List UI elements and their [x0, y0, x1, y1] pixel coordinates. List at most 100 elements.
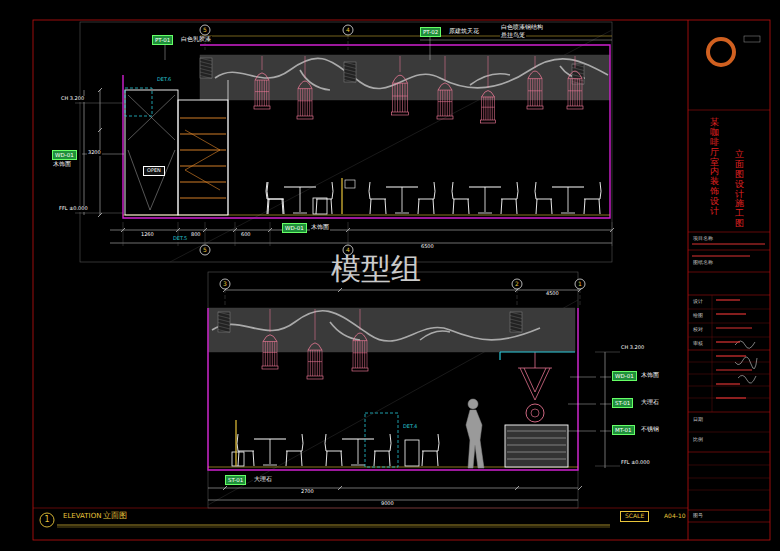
line: [319, 350, 320, 376]
line: [180, 118, 226, 119]
line: [298, 89, 299, 116]
line: [218, 316, 230, 319]
line: [440, 90, 441, 116]
line: [716, 369, 752, 370]
line: [257, 80, 258, 106]
line: [510, 319, 522, 322]
line: [688, 478, 770, 479]
line: [353, 341, 354, 368]
line: [430, 37, 431, 60]
line: [568, 431, 596, 432]
rect: [481, 120, 496, 123]
line: [317, 350, 318, 376]
line: [362, 341, 363, 368]
line: [483, 97, 484, 120]
line: [165, 45, 166, 60]
rect: [505, 425, 568, 467]
rect: [178, 100, 228, 215]
line: [397, 83, 398, 112]
rect: [80, 22, 612, 262]
line: [528, 78, 542, 79]
line: [200, 76, 212, 79]
node-text: OPEN: [147, 167, 161, 173]
line: [270, 342, 271, 366]
line: [688, 432, 770, 433]
line: [478, 213, 492, 214]
line: [305, 56, 306, 78]
line: [57, 525, 610, 526]
line: [528, 79, 529, 106]
annotation: 大理石: [640, 399, 660, 406]
annotation: 比例: [692, 437, 704, 443]
line: [542, 79, 543, 106]
line: [539, 79, 540, 106]
line: [688, 250, 770, 251]
line: [449, 90, 450, 116]
rect: [344, 62, 356, 82]
annotation: 项目名称: [692, 236, 714, 242]
line: [579, 79, 580, 106]
line: [322, 350, 323, 376]
line: [688, 386, 770, 387]
line: [360, 309, 361, 330]
line: [312, 89, 313, 116]
line: [75, 103, 123, 104]
chair: [286, 434, 303, 466]
node-text: PT-02: [423, 29, 438, 35]
line: [716, 341, 740, 342]
line: [438, 101, 452, 102]
rect: [313, 198, 327, 214]
rect: [567, 106, 583, 109]
bird-cage: [308, 343, 322, 350]
rect: [297, 116, 313, 119]
circle: [526, 404, 544, 422]
line: [510, 316, 522, 319]
line: [575, 56, 576, 68]
line: [568, 79, 569, 106]
annotation: 4500: [545, 291, 560, 297]
material-tag: ST-01: [225, 475, 246, 485]
line: [393, 83, 408, 84]
chair: [418, 182, 435, 214]
line: [393, 96, 408, 97]
line: [225, 289, 226, 305]
annotation: 木饰面: [310, 224, 330, 231]
line: [293, 213, 307, 214]
line: [580, 289, 581, 305]
line: [517, 289, 518, 305]
grid-number: 5: [202, 27, 208, 34]
line: [400, 83, 401, 112]
line: [575, 79, 576, 106]
line: [595, 466, 620, 467]
path: [208, 308, 578, 470]
line: [438, 90, 452, 91]
rect: [200, 58, 212, 78]
line: [688, 510, 770, 511]
line: [344, 66, 356, 69]
line: [218, 330, 230, 333]
rect: [218, 312, 230, 332]
bird-cage: [482, 91, 495, 97]
line: [688, 295, 770, 296]
annotation: 800: [190, 232, 202, 238]
circle: [200, 25, 210, 35]
line: [110, 230, 612, 231]
line: [344, 62, 356, 65]
annotation: 6500: [420, 244, 435, 250]
line: [274, 342, 275, 366]
line: [267, 342, 268, 366]
line: [510, 330, 522, 333]
chair: [325, 434, 342, 466]
line: [263, 352, 277, 353]
line: [200, 62, 212, 65]
line: [200, 36, 612, 37]
rect: [510, 312, 522, 332]
line: [570, 79, 571, 106]
line: [716, 327, 752, 328]
line: [452, 90, 453, 116]
circle: [40, 513, 54, 527]
annotation: FFL ±0.000: [620, 460, 651, 466]
line: [688, 398, 770, 399]
line: [499, 352, 500, 360]
line: [262, 80, 263, 106]
